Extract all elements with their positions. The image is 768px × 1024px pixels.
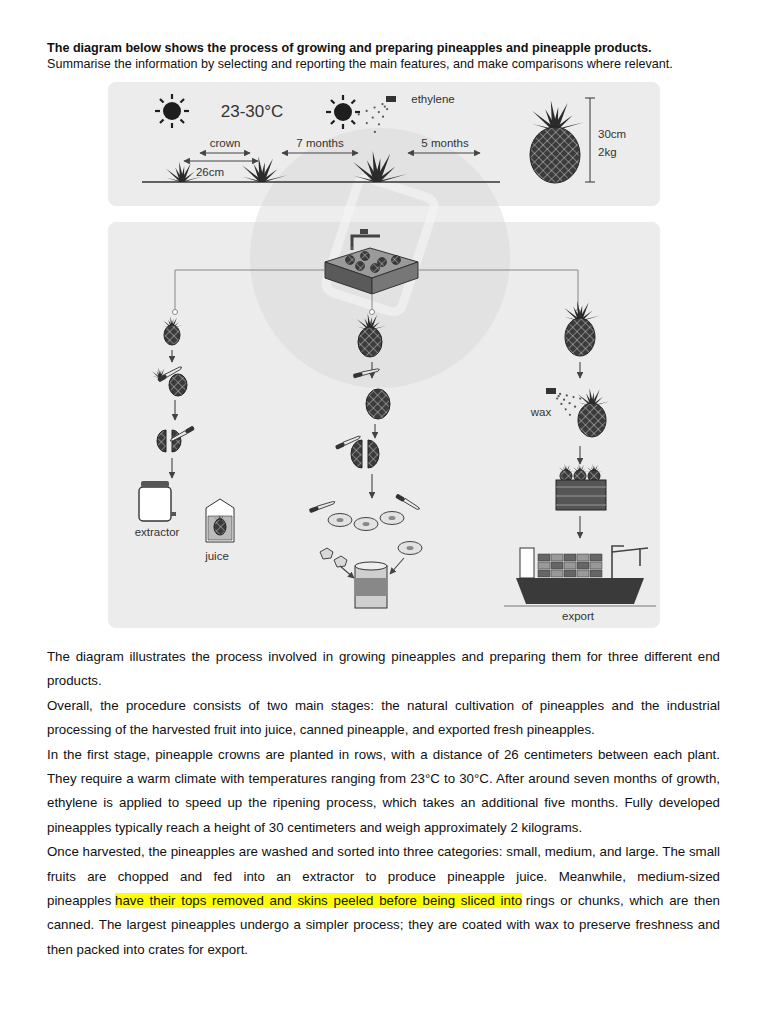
growing-stage bbox=[142, 94, 595, 183]
essay-text: The diagram illustrates the process invo… bbox=[47, 649, 720, 688]
panel-background bbox=[108, 82, 660, 628]
watermark bbox=[250, 128, 510, 388]
essay-text: Overall, the procedure consists of two m… bbox=[47, 698, 720, 737]
essay-text: In the first stage, pineapple crowns are… bbox=[47, 747, 720, 835]
highlighted-text: have their tops removed and skins peeled… bbox=[115, 893, 522, 908]
washing-basin bbox=[325, 229, 418, 294]
product-label: juice bbox=[205, 549, 229, 563]
export-column bbox=[504, 300, 656, 606]
title: The diagram below shows the process of g… bbox=[47, 40, 747, 56]
duration-label: 7 months bbox=[296, 136, 343, 150]
chemical-label: ethylene bbox=[411, 92, 454, 106]
paragraph: In the first stage, pineapple crowns are… bbox=[47, 743, 720, 841]
temperature-label: 23-30°C bbox=[221, 101, 284, 122]
process-label: wax bbox=[531, 405, 551, 419]
canned-column bbox=[309, 313, 422, 608]
header: The diagram below shows the process of g… bbox=[47, 40, 747, 72]
dimension-label: 30cm bbox=[598, 127, 626, 141]
essay: The diagram illustrates the process invo… bbox=[47, 645, 720, 962]
dimension-label: 26cm bbox=[196, 165, 224, 179]
instruction: Summarise the information by selecting a… bbox=[47, 56, 747, 72]
product-label: export bbox=[562, 609, 594, 623]
juice-column bbox=[139, 316, 234, 542]
stage-label: crown bbox=[210, 136, 241, 150]
weight-label: 2kg bbox=[598, 145, 617, 159]
paragraph: Once harvested, the pineapples are washe… bbox=[47, 840, 720, 962]
duration-label: 5 months bbox=[421, 136, 468, 150]
equipment-label: extractor bbox=[135, 525, 180, 539]
paragraph: The diagram illustrates the process invo… bbox=[47, 645, 720, 694]
paragraph: Overall, the procedure consists of two m… bbox=[47, 694, 720, 743]
branch-lines bbox=[173, 270, 581, 315]
